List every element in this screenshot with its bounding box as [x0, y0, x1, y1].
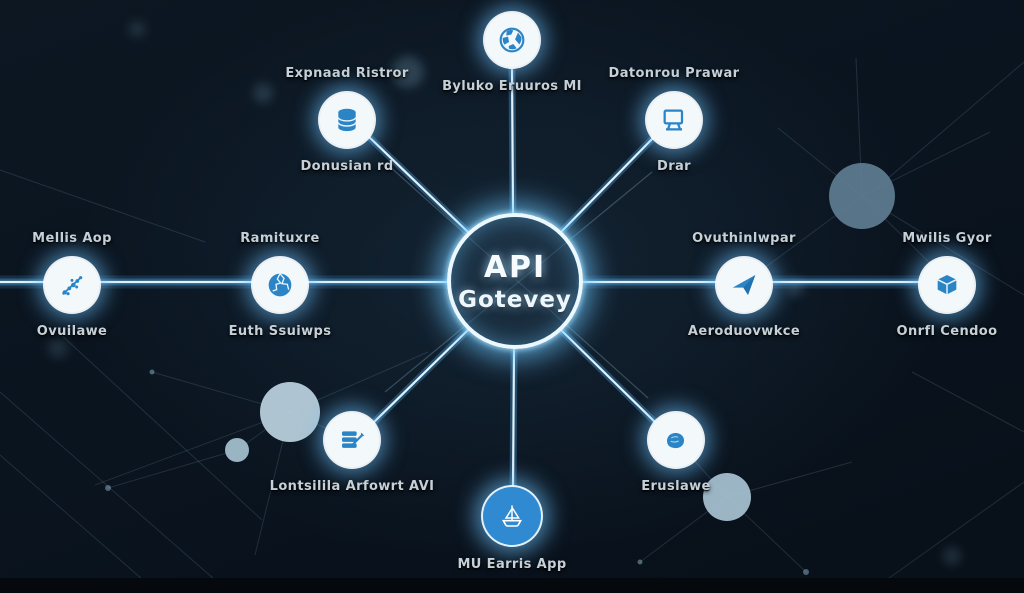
node-title: Datonrou Prawar	[608, 66, 740, 81]
node-mid-left-inner: Ramituxre Euth Ssuiwps	[170, 231, 390, 339]
node-label: Donusian rd	[300, 159, 394, 174]
globe-network-icon	[485, 13, 539, 67]
node-mid-right-outer: Mwilis Gyor Onrfl Cendoo	[837, 231, 1024, 339]
database-icon	[320, 93, 374, 147]
node-top-left: Expnaad Ristror Donusian rd	[237, 66, 457, 174]
globe-icon	[253, 258, 307, 312]
node-title: Mwilis Gyor	[902, 231, 992, 246]
node-label: Eruslawe	[641, 479, 711, 494]
node-mid-left-outer: Mellis Aop Ovuilawe	[0, 231, 182, 339]
ship-icon	[483, 487, 541, 545]
cube-icon	[920, 258, 974, 312]
api-gateway-node: API Gotevey	[447, 213, 583, 349]
bokeh-dots	[48, 21, 961, 565]
node-top-center: Byluko Eruuros MI	[402, 13, 622, 94]
node-label: Drar	[657, 159, 691, 174]
layers-pencil-icon	[325, 413, 379, 467]
node-bottom-right: Eruslawe	[566, 413, 786, 494]
network-node-dots	[105, 163, 895, 575]
node-title: Ovuthinlwpar	[692, 231, 796, 246]
bottom-vignette	[0, 578, 1024, 593]
node-label: MU Earris App	[457, 557, 567, 572]
node-title: Mellis Aop	[32, 231, 112, 246]
flowchart-icon	[647, 93, 701, 147]
node-label: Euth Ssuiwps	[228, 324, 332, 339]
node-label: Onrfl Cendoo	[896, 324, 998, 339]
node-top-right: Datonrou Prawar Drar	[564, 66, 784, 174]
gateway-subtitle: Gotevey	[458, 286, 572, 313]
gateway-title: API	[483, 249, 547, 285]
node-label: Ovuilawe	[36, 324, 108, 339]
node-bottom-left: Lontsilila Arfowrt AVI	[242, 413, 462, 494]
scatter-branch-icon	[45, 258, 99, 312]
gateway-spokes	[0, 66, 927, 494]
node-label: Byluko Eruuros MI	[442, 79, 582, 94]
paper-plane-icon	[717, 258, 771, 312]
node-title: Expnaad Ristror	[285, 66, 409, 81]
node-mid-right-inner: Ovuthinlwpar Aeroduovwkce	[634, 231, 854, 339]
blob-icon	[649, 413, 703, 467]
node-bottom-center: MU Earris App	[402, 487, 622, 572]
node-label: Aeroduovwkce	[687, 324, 801, 339]
node-title: Ramituxre	[240, 231, 320, 246]
node-label: Lontsilila Arfowrt AVI	[269, 479, 435, 494]
